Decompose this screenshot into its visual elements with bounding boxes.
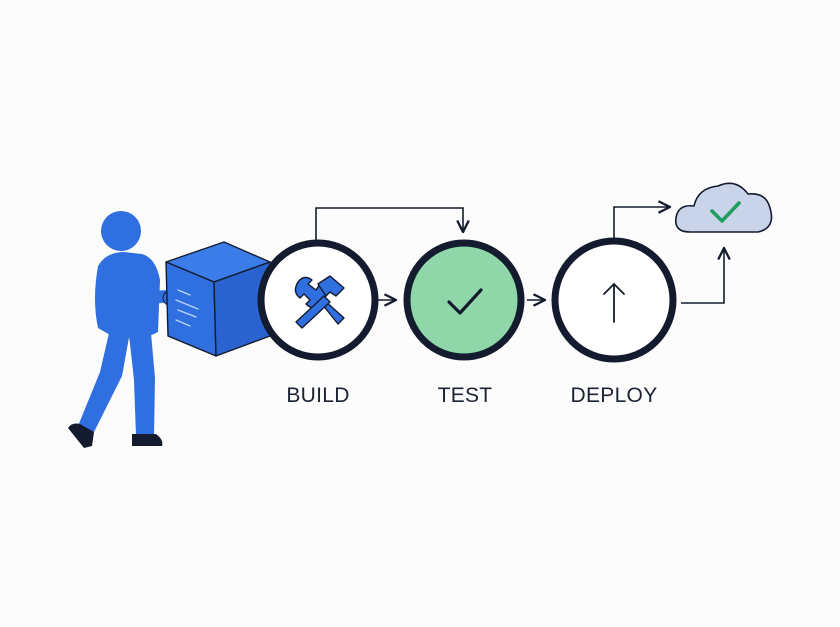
stage-label-build: BUILD [286,384,350,407]
hammer-wrench-icon [294,275,345,329]
connector-deploy-to-cloud-top [613,200,672,240]
code-lines [175,289,199,327]
checkmark-icon [447,288,483,315]
cloud-checkmark [710,201,741,223]
stage-deploy [551,237,677,363]
cloud-check-icon [674,182,773,233]
connector-deploy-to-cloud-bottom [681,246,731,304]
person-front-leg [128,322,155,436]
person-arm [104,266,168,309]
arrow-up-icon [603,283,625,323]
connector-build-to-test-top [315,207,470,240]
stage-test [403,239,525,361]
person-back-shoe [68,423,94,448]
person-head [101,211,141,251]
person-figure [68,211,182,448]
stage-build [257,239,379,361]
stage-label-test: TEST [437,384,493,407]
stage-test-circle [403,239,525,361]
person-back-leg [78,320,130,432]
stage-label-deploy: DEPLOY [570,384,658,407]
cloud-shape [674,182,773,233]
person-front-shoe [132,434,163,446]
connector-lines [315,200,731,307]
code-box [165,241,271,357]
